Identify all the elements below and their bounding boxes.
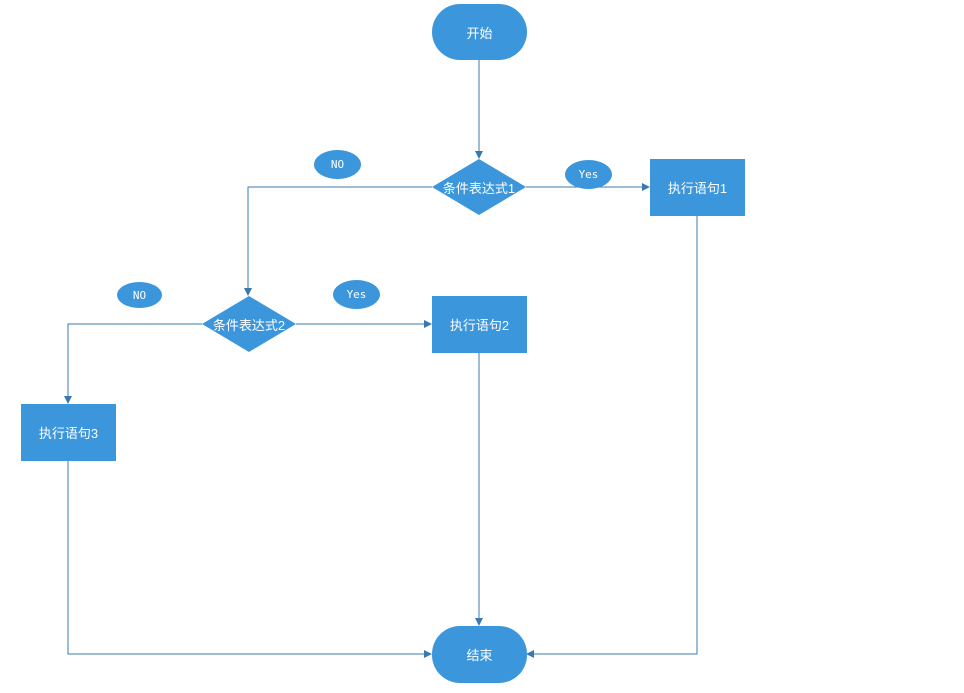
condition1-label: 条件表达式1 [442,180,516,196]
statement2-label: 执行语句2 [449,318,510,333]
statement2-node: 执行语句2 [432,296,527,353]
end-node: 结束 [432,626,527,683]
edge-statement3-to-end [67,461,432,658]
condition1-diamond [432,159,526,215]
statement1-node: 执行语句1 [650,159,745,216]
edge-condition2-no [64,323,202,404]
edge-condition1-no [244,186,432,296]
start-label: 开始 [466,25,493,41]
statement1-label: 执行语句1 [667,181,728,196]
statement3-node: 执行语句3 [21,404,116,461]
condition1-no-tag: NO [314,150,361,179]
start-node: 开始 [432,4,527,60]
statement3-label: 执行语句3 [38,426,99,441]
condition1-yes-tag: Yes [565,160,612,189]
condition2-diamond [202,296,296,352]
edge-statement1-to-end [526,216,698,658]
end-label: 结束 [466,648,493,663]
condition2-no-tag: NO [117,282,162,308]
condition2-yes-tag: Yes [333,280,380,309]
condition2-label: 条件表达式2 [212,317,286,333]
